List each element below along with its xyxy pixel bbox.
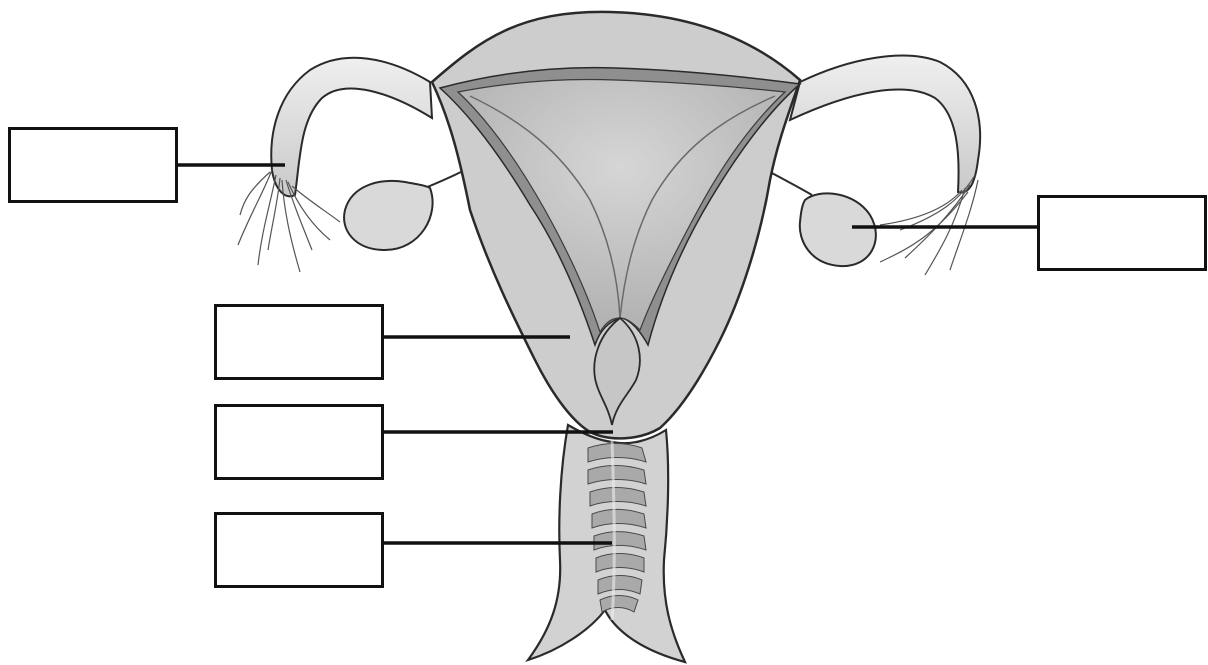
uterus-label-box[interactable] [214, 304, 384, 380]
cervix-label-box[interactable] [214, 404, 384, 480]
left-ovary [344, 170, 465, 250]
ovary-label-box[interactable] [1037, 195, 1207, 271]
right-ovary [770, 172, 876, 266]
fallopian-tube-label-box[interactable] [8, 127, 178, 203]
vagina-label-box[interactable] [214, 512, 384, 588]
